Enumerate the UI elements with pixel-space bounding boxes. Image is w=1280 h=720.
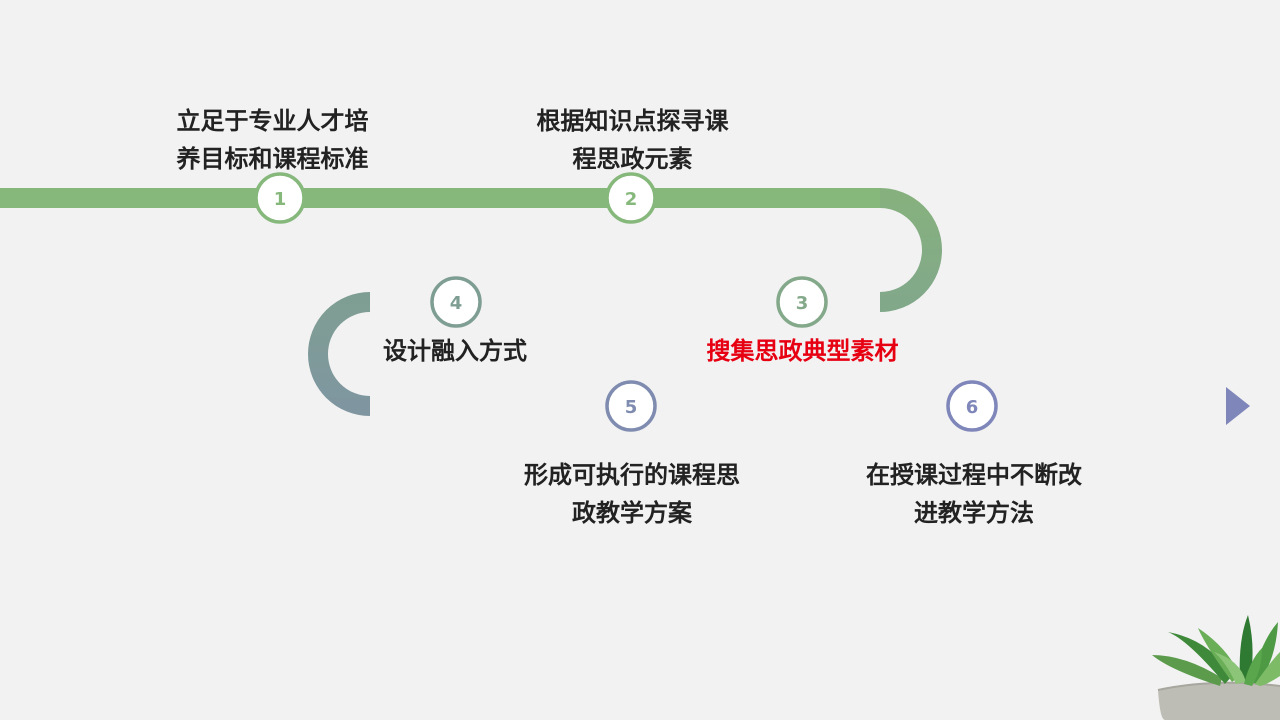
step-number-1: 1 xyxy=(274,189,287,210)
step-label-1: 立足于专业人才培 养目标和课程标准 xyxy=(170,102,375,178)
step-circle-1: 1 xyxy=(254,172,306,224)
step-circle-2: 2 xyxy=(605,172,657,224)
step-number-6: 6 xyxy=(966,397,979,418)
step-6-line-1: 在授课过程中不断改 xyxy=(866,461,1082,489)
step-1-line-2: 养目标和课程标准 xyxy=(176,145,369,173)
step-2-line-2: 程思政元素 xyxy=(572,145,693,173)
path-turn-right xyxy=(879,188,942,312)
step-3-line-1: 搜集思政典型素材 xyxy=(706,337,899,365)
step-number-4: 4 xyxy=(450,293,463,314)
step-circle-6: 6 xyxy=(946,380,998,432)
step-circle-5: 5 xyxy=(605,380,657,432)
succulent-plant-icon xyxy=(1152,615,1280,720)
step-5-line-2: 政教学方案 xyxy=(572,499,692,527)
step-number-3: 3 xyxy=(796,293,809,314)
step-circle-3: 3 xyxy=(776,276,828,328)
step-4-line-1: 设计融入方式 xyxy=(383,337,527,365)
step-label-3: 搜集思政典型素材 xyxy=(690,332,915,370)
step-number-5: 5 xyxy=(625,397,638,418)
step-1-line-1: 立足于专业人才培 xyxy=(176,107,369,135)
arrow-head-icon xyxy=(1226,387,1250,425)
step-5-line-1: 形成可执行的课程思 xyxy=(524,461,740,489)
step-label-5: 形成可执行的课程思 政教学方案 xyxy=(518,456,746,532)
step-number-2: 2 xyxy=(625,189,638,210)
step-6-line-2: 进教学方法 xyxy=(914,499,1034,527)
path-turn-left xyxy=(308,292,371,416)
step-2-line-1: 根据知识点探寻课 xyxy=(536,107,729,135)
step-label-6: 在授课过程中不断改 进教学方法 xyxy=(858,456,1090,532)
step-label-2: 根据知识点探寻课 程思政元素 xyxy=(530,102,735,178)
step-label-4: 设计融入方式 xyxy=(365,332,545,370)
step-circle-4: 4 xyxy=(430,276,482,328)
